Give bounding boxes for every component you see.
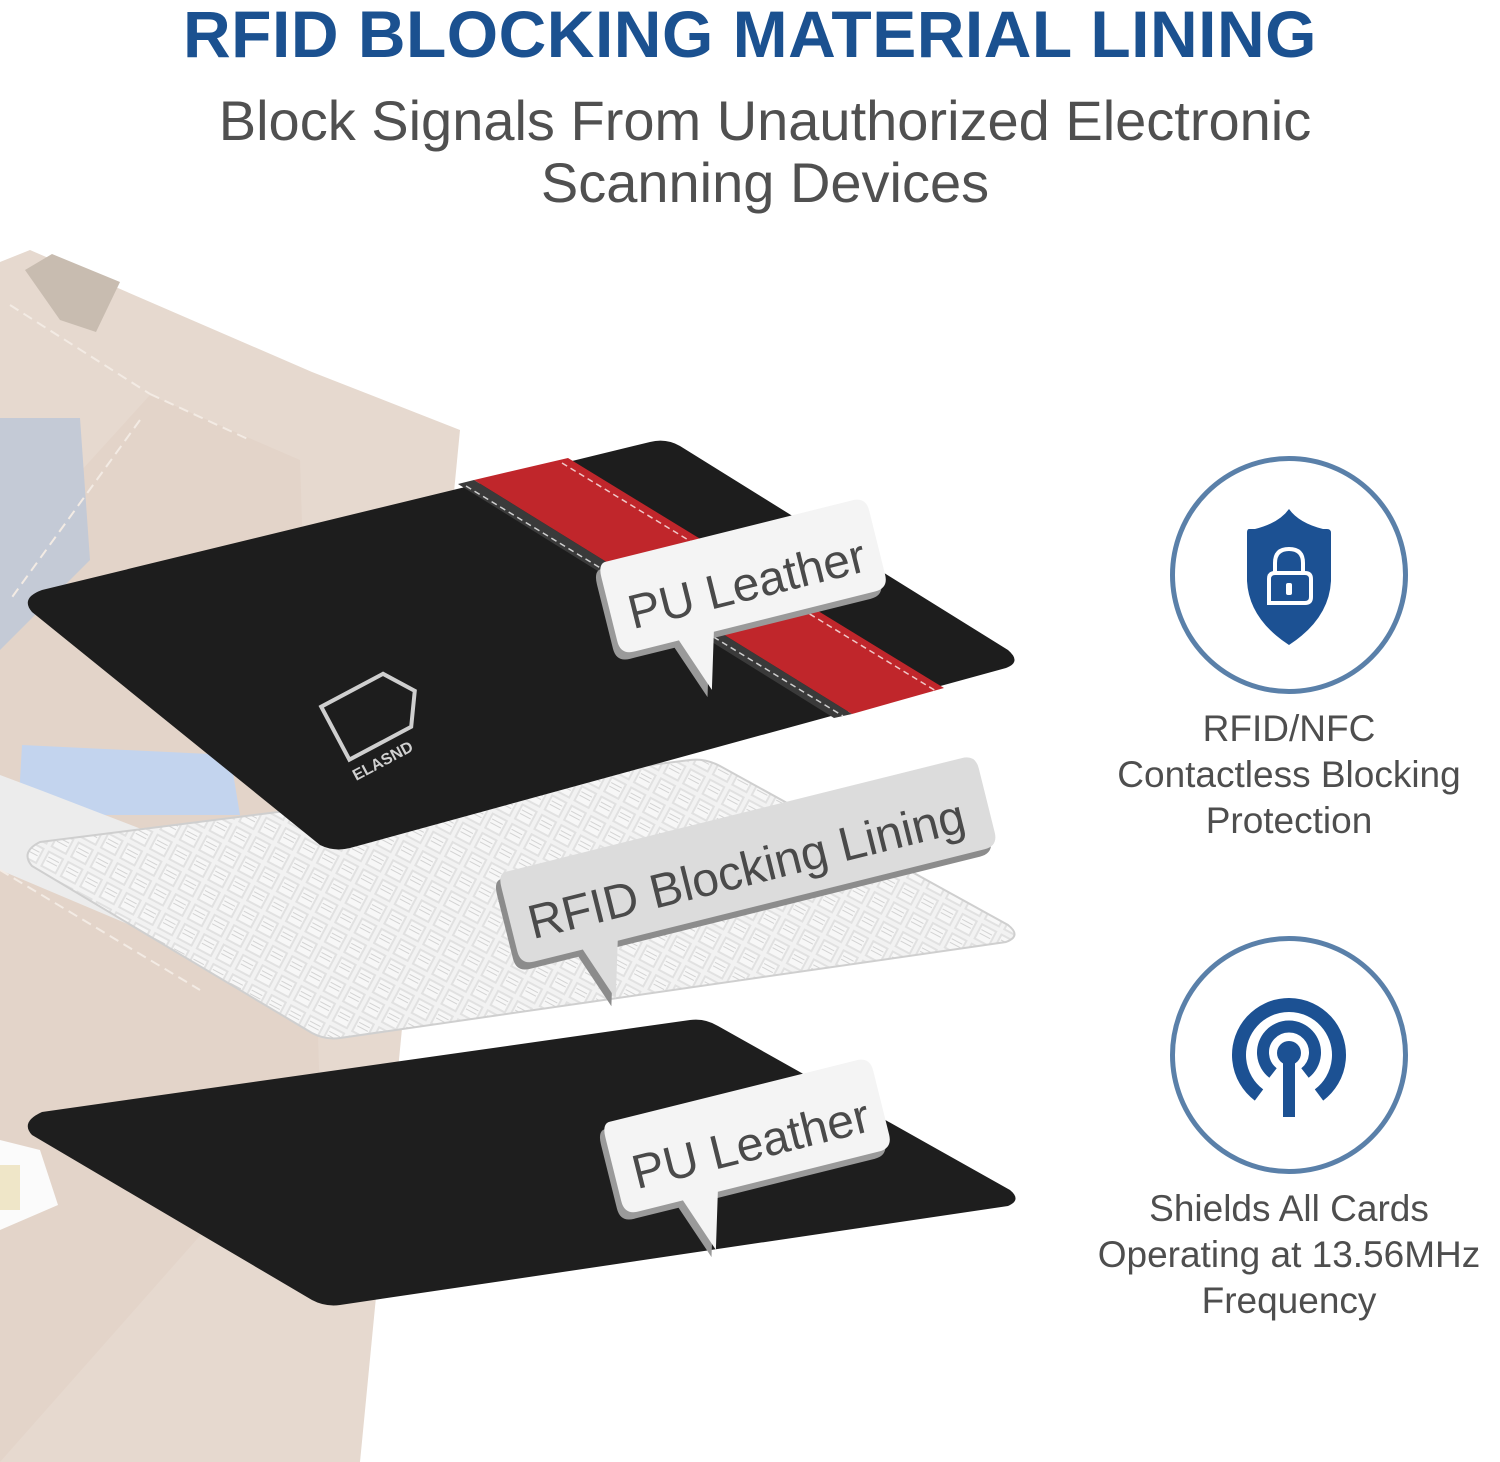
- feature-caption-line: Operating at 13.56MHz: [1097, 1234, 1481, 1275]
- wallet-stitching: [9, 304, 151, 395]
- feature-caption-line: Shields All Cards: [1149, 1188, 1429, 1229]
- page-subtitle: Block Signals From Unauthorized Electron…: [0, 90, 1500, 214]
- wallet-stitching: [0, 869, 201, 991]
- brand-logo-emblem: [318, 671, 417, 763]
- callout-bottom-pu-leather: PU Leather: [599, 1059, 890, 1258]
- feature-caption-line: Contactless Blocking: [1117, 754, 1461, 795]
- feature-caption: RFID/NFC Contactless Blocking Protection: [1069, 706, 1500, 844]
- feature-caption-line: RFID/NFC: [1202, 708, 1376, 749]
- stripe-stitching: [561, 462, 937, 692]
- wallet-card-slot-blue: [0, 418, 90, 650]
- subtitle-line-2: Scanning Devices: [540, 151, 990, 214]
- callout-bubble: [604, 1059, 890, 1250]
- callout-bubble: [600, 499, 886, 690]
- wallet-stitching: [149, 393, 251, 441]
- feature-caption-line: Frequency: [1201, 1280, 1377, 1321]
- feature-icon-ring: [1170, 936, 1408, 1174]
- feature-caption-line: Protection: [1205, 800, 1373, 841]
- subtitle-line-1: Block Signals From Unauthorized Electron…: [218, 89, 1312, 152]
- page-title: RFID BLOCKING MATERIAL LINING: [183, 0, 1317, 71]
- wallet-sim-chip: [0, 1165, 20, 1210]
- signal-antenna-icon: [1232, 998, 1346, 1117]
- feature-icon-ring: [1170, 456, 1408, 694]
- wallet-strap: [25, 254, 120, 332]
- feature-caption: Shields All Cards Operating at 13.56MHz …: [1069, 1186, 1500, 1324]
- feature-frequency-shield: Shields All Cards Operating at 13.56MHz …: [1069, 936, 1500, 1324]
- feature-rfid-nfc-protection: RFID/NFC Contactless Blocking Protection: [1069, 456, 1500, 844]
- wallet-stitching: [9, 419, 141, 601]
- callout-bubble: [500, 757, 996, 999]
- shield-lock-icon: [1247, 509, 1331, 645]
- wallet-card-slot-lightblue: [18, 745, 240, 815]
